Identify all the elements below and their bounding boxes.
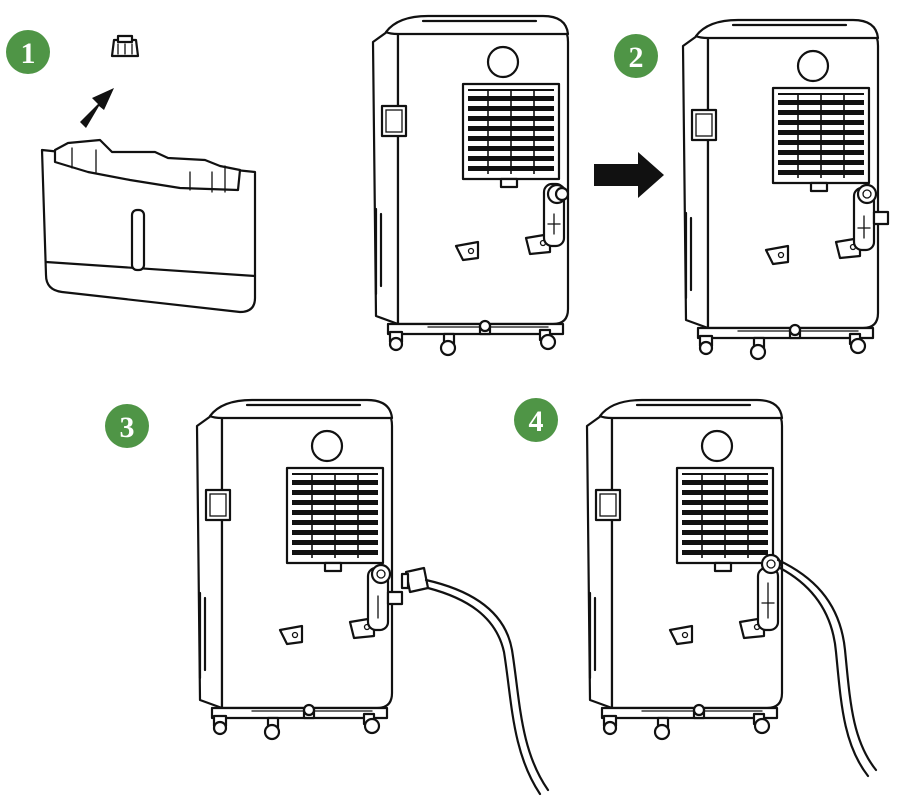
arrow-right-icon	[594, 152, 664, 198]
step-3-number: 3	[120, 411, 135, 444]
step-4-badge: 4	[514, 398, 558, 442]
drain-cap-icon	[110, 34, 140, 58]
water-bucket	[40, 138, 257, 314]
step-2-number: 2	[629, 41, 644, 74]
drain-hose-attached	[776, 558, 878, 778]
dehumidifier-step2-after	[681, 18, 890, 361]
step-1-circle	[6, 30, 50, 74]
dehumidifier-step3	[195, 398, 404, 741]
step-2-badge: 2	[614, 34, 658, 78]
step-1-badge: 1	[6, 30, 50, 74]
arrow-up-right-icon	[80, 88, 114, 128]
dehumidifier-step4	[585, 398, 784, 741]
step-3-circle	[105, 404, 149, 448]
step-1-number: 1	[21, 37, 36, 70]
step-4-number: 4	[529, 405, 544, 438]
drain-hose	[424, 578, 550, 796]
step-4-circle	[514, 398, 558, 442]
hose-fitting-icon	[400, 566, 430, 594]
step-3-badge: 3	[105, 404, 149, 448]
dehumidifier-step2-before	[371, 14, 570, 357]
step-2-circle	[614, 34, 658, 78]
